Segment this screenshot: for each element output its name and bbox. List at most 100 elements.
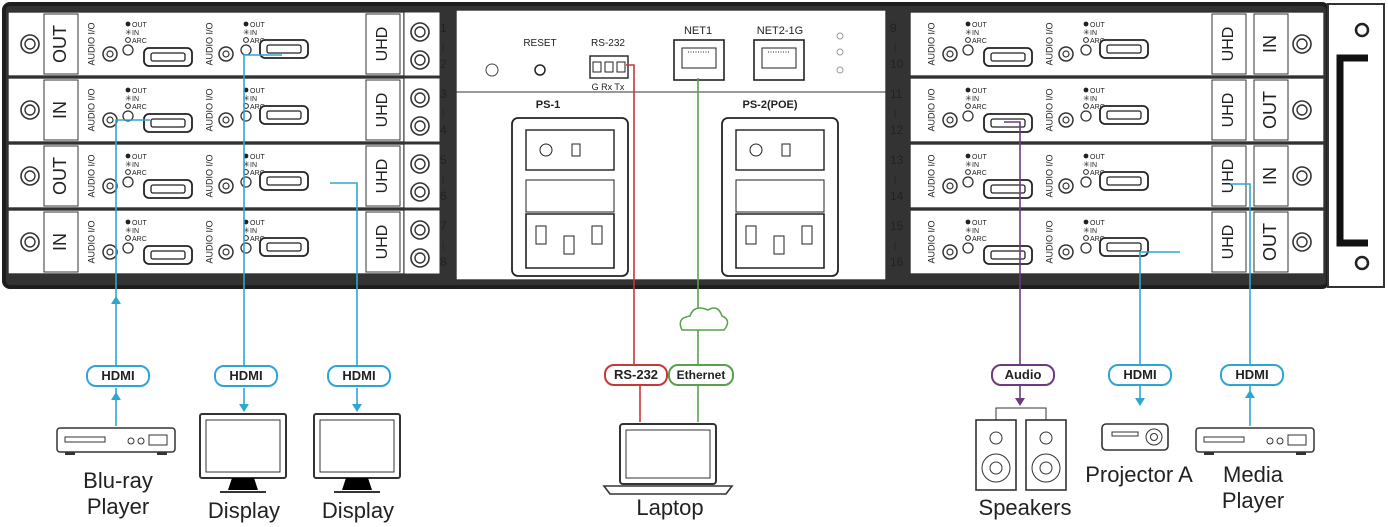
audio-io-label: AUDIO I/O: [86, 220, 96, 263]
led-button: [962, 110, 974, 122]
led-button: [240, 44, 252, 56]
mode-label: IN: [1260, 35, 1280, 53]
audio-io-label: AUDIO I/O: [86, 154, 96, 197]
media-player-icon: [1195, 427, 1315, 455]
power-switch-on: [749, 143, 763, 157]
led-in-icon: ✳: [1083, 226, 1090, 235]
led-arc-label: ARC: [132, 236, 147, 243]
iec-pin: [801, 225, 813, 245]
audio-jack: [102, 112, 118, 128]
led-in-label: IN: [1090, 228, 1097, 235]
hdmi-label-projector: HDMI: [1108, 364, 1172, 386]
port-number: 5: [440, 153, 447, 167]
led-button: [240, 110, 252, 122]
projector-lens: [1145, 428, 1163, 446]
hdmi-port-inner: [990, 184, 1026, 194]
led-button: [962, 242, 974, 254]
led-button: [122, 242, 134, 254]
speaker-right-woofer: [1031, 453, 1061, 483]
led-button: [122, 176, 134, 188]
led-arc-label: ARC: [972, 236, 987, 243]
ps1-label: PS-1: [536, 99, 560, 111]
bluray-foot: [65, 452, 75, 455]
audio-io-label: AUDIO I/O: [204, 22, 214, 65]
port-sep: |: [894, 42, 896, 52]
speaker-right-tweeter: [1039, 431, 1053, 445]
audio-io-label: AUDIO I/O: [926, 22, 936, 65]
hdmi-port-inner: [990, 118, 1026, 128]
led-out: [125, 219, 131, 225]
port-sep: |: [442, 174, 444, 184]
bnc-connector-inner: [24, 236, 36, 248]
hdmi-port-inner: [150, 250, 186, 260]
led-arc-label: ARC: [1090, 236, 1105, 243]
led-in-label: IN: [1090, 162, 1097, 169]
led-out-label: OUT: [132, 220, 148, 227]
mode-label: OUT: [50, 25, 70, 63]
led-button: [962, 44, 974, 56]
mode-label: IN: [50, 101, 70, 119]
led-in-icon: ✳: [125, 94, 132, 103]
mode-box: [43, 145, 79, 207]
port-sep: |: [894, 174, 896, 184]
power-switch: [735, 129, 825, 171]
mode-label: IN: [1260, 167, 1280, 185]
led-in-icon: ✳: [1083, 94, 1090, 103]
audio-io-label: AUDIO I/O: [926, 88, 936, 131]
audio-jack: [1058, 178, 1074, 194]
laptop-caption: Laptop: [636, 495, 704, 520]
audio-jack-inner: [946, 182, 954, 190]
led-in-label: IN: [1090, 30, 1097, 37]
bluray-button: [137, 437, 145, 445]
led-out: [965, 21, 971, 27]
uhd-box: [365, 145, 401, 207]
bnc-connector: [410, 182, 430, 202]
mode-box: [1253, 211, 1289, 273]
mode-box: [43, 79, 79, 141]
audio-jack-inner: [106, 116, 114, 124]
rs232-pin: [604, 61, 614, 73]
hdmi-label-media: HDMI: [1220, 364, 1284, 386]
bnc-connector: [410, 154, 430, 174]
bluray-button: [1276, 437, 1284, 445]
led-button: [240, 176, 252, 188]
mode-box: [43, 211, 79, 273]
bnc-connector: [20, 34, 40, 54]
fuse-holder: [525, 179, 615, 213]
led-in-icon: ✳: [125, 160, 132, 169]
uhd-label: UHD: [374, 225, 391, 260]
led-arc-label: ARC: [972, 38, 987, 45]
led-arc: [965, 37, 971, 43]
led-in-label: IN: [132, 30, 139, 37]
audio-jack: [102, 244, 118, 260]
led-arc-label: ARC: [972, 104, 987, 111]
bnc-connector-inner: [1296, 236, 1308, 248]
audio-jack-inner: [1062, 116, 1070, 124]
projector-icon: [1101, 423, 1169, 451]
audio-jack: [102, 46, 118, 62]
bnc-connector: [20, 232, 40, 252]
audio-jack-inner: [222, 116, 230, 124]
led-arc: [125, 103, 131, 109]
led-out: [125, 87, 131, 93]
led-out-label: OUT: [972, 154, 988, 161]
led-out-label: OUT: [250, 154, 266, 161]
led-arc-label: ARC: [972, 170, 987, 177]
led-out: [1083, 21, 1089, 27]
led-arc: [1083, 169, 1089, 175]
cable-media: [1230, 183, 1251, 364]
rs232-pin: [592, 61, 602, 73]
led-arc: [125, 169, 131, 175]
led-arc-label: ARC: [1090, 38, 1105, 45]
hdmi-port-inner: [266, 176, 302, 186]
led-in-icon: ✳: [965, 226, 972, 235]
uhd-box: [1211, 211, 1247, 273]
led-out-label: OUT: [1090, 154, 1106, 161]
audio-jack: [218, 244, 234, 260]
laptop-base: [602, 485, 734, 495]
hdmi-port-inner: [266, 110, 302, 120]
led-arc-label: ARC: [250, 38, 265, 45]
